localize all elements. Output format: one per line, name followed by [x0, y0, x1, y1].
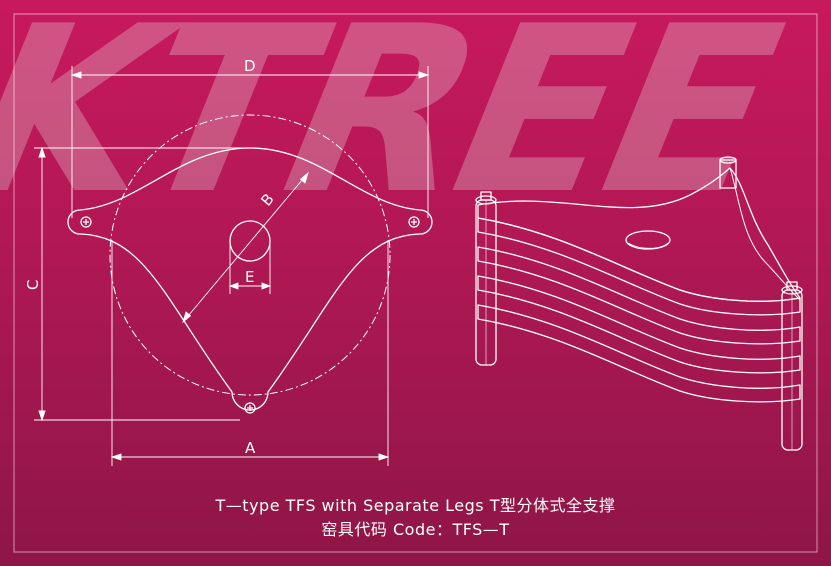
plate-level-3 [477, 275, 801, 374]
label-e: E [245, 268, 254, 286]
leg-hole-bottom [244, 402, 256, 414]
caption-line-1: T—type TFS with Separate Legs T型分体式全支撑 [215, 496, 616, 515]
leg-hole-left [80, 216, 92, 228]
post-right [781, 281, 803, 451]
plate-level-4 [477, 304, 801, 403]
outer-circle [109, 114, 391, 396]
watermark-text: KTREE [0, 0, 816, 245]
dimensions [34, 66, 430, 466]
watermark-logo: KTREE [0, 0, 816, 245]
caption: T—type TFS with Separate Legs T型分体式全支撑 窑… [0, 494, 831, 542]
label-c: C [24, 280, 42, 290]
dimension-b [182, 172, 309, 323]
isometric-view [475, 156, 803, 451]
leg-hole-right [408, 216, 420, 228]
plate-level-2 [477, 246, 801, 345]
center-hole [229, 220, 271, 262]
label-d: D [244, 57, 256, 75]
caption-line-2: 窑具代码 Code：TFS—T [321, 520, 510, 539]
label-a: A [245, 439, 256, 457]
page-frame [13, 13, 818, 553]
plate-level-1 [477, 167, 801, 316]
center-hole-iso [625, 230, 671, 250]
post-back [719, 156, 737, 189]
